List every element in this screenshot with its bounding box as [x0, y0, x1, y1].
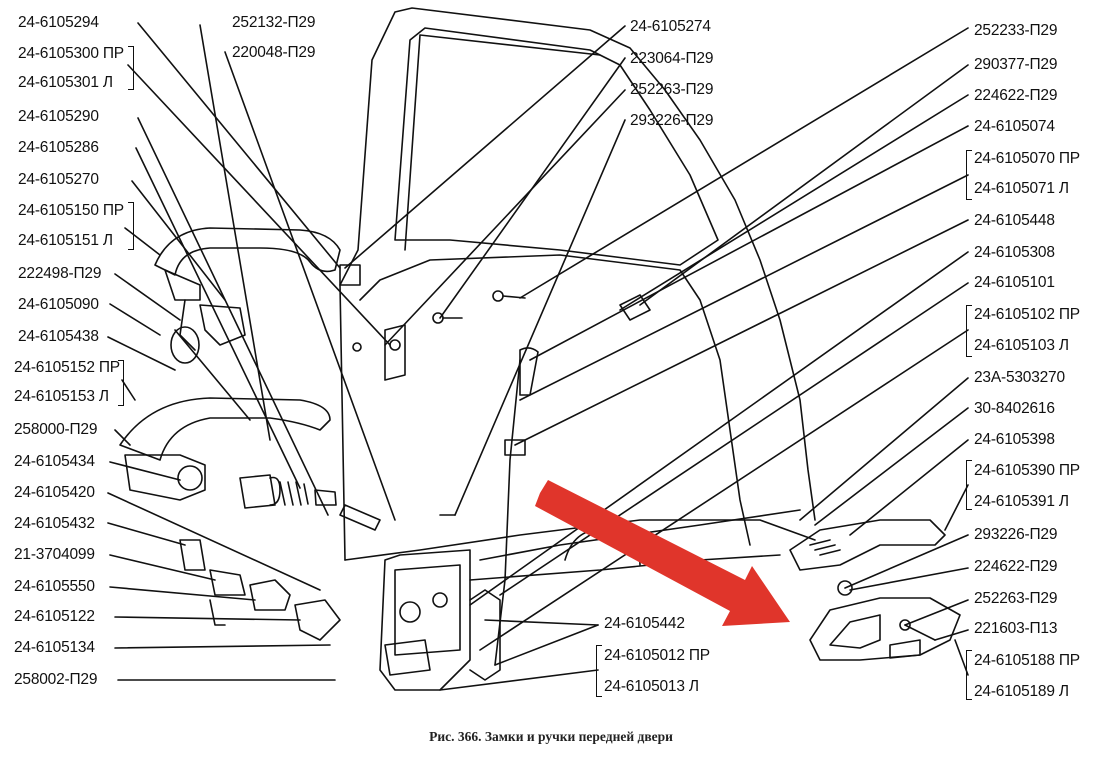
- label-24-6105274: 24-6105274: [630, 18, 711, 35]
- label-24-6105550: 24-6105550: [14, 578, 95, 595]
- label-24-6105448: 24-6105448: [974, 212, 1055, 229]
- label-30-8402616: 30-8402616: [974, 400, 1055, 417]
- lock-spring: [239, 474, 281, 509]
- bracket-6105070: [966, 150, 972, 200]
- label-24-6105270: 24-6105270: [18, 171, 99, 188]
- bracket-6105300: [128, 46, 134, 90]
- door-frame-inner: [394, 27, 719, 266]
- label-222498: 222498-П29: [18, 265, 102, 282]
- door-frame: [339, 7, 816, 561]
- inner-handle-escutcheon: [809, 597, 961, 661]
- label-24-6105071: 24-6105071 Л: [974, 180, 1069, 197]
- label-24-6105122: 24-6105122: [14, 608, 95, 625]
- outer-handle-top: [154, 227, 341, 276]
- red-arrow: [535, 480, 790, 626]
- bracket-6105102: [966, 305, 972, 357]
- label-24-6105391: 24-6105391 Л: [974, 493, 1069, 510]
- lock-cylinder-rod: [174, 329, 251, 421]
- label-24-6105150: 24-6105150 ПР: [18, 202, 124, 219]
- figure-caption: Рис. 366. Замки и ручки передней двери: [429, 729, 673, 744]
- label-24-6105420: 24-6105420: [14, 484, 95, 501]
- label-293226-right: 293226-П29: [974, 526, 1058, 543]
- outer-handle-bottom: [119, 397, 331, 461]
- label-258000: 258000-П29: [14, 421, 98, 438]
- label-224622-top: 224622-П29: [974, 87, 1058, 104]
- label-24-6105308: 24-6105308: [974, 244, 1055, 261]
- bracket-6105152: [118, 360, 124, 406]
- label-24-6105012: 24-6105012 ПР: [604, 647, 710, 664]
- label-24-6105151: 24-6105151 Л: [18, 232, 113, 249]
- label-24-6105153: 24-6105153 Л: [14, 388, 109, 405]
- label-24-6105101: 24-6105101: [974, 274, 1055, 291]
- label-258002: 258002-П29: [14, 671, 98, 688]
- label-24-6105286: 24-6105286: [18, 139, 99, 156]
- label-24-6105188: 24-6105188 ПР: [974, 652, 1080, 669]
- label-24-6105070: 24-6105070 ПР: [974, 150, 1080, 167]
- lock-body: [379, 549, 471, 691]
- label-24-6105390: 24-6105390 ПР: [974, 462, 1080, 479]
- label-24-6105102: 24-6105102 ПР: [974, 306, 1080, 323]
- label-24-6105134: 24-6105134: [14, 639, 95, 656]
- label-24-6105434: 24-6105434: [14, 453, 95, 470]
- label-252132: 252132-П29: [232, 14, 316, 31]
- door-inner-panel: [359, 254, 751, 546]
- label-220048: 220048-П29: [232, 44, 316, 61]
- label-24-6105442: 24-6105442: [604, 615, 685, 632]
- inner-rod: [494, 359, 521, 666]
- window-channel: [404, 34, 601, 251]
- label-224622-right: 224622-П29: [974, 558, 1058, 575]
- label-24-6105290: 24-6105290: [18, 108, 99, 125]
- label-24-6105432: 24-6105432: [14, 515, 95, 532]
- label-252263-right: 252263-П29: [974, 590, 1058, 607]
- label-221603: 221603-П13: [974, 620, 1058, 637]
- label-252233: 252233-П29: [974, 22, 1058, 39]
- label-24-6105103: 24-6105103 Л: [974, 337, 1069, 354]
- label-24-6105152: 24-6105152 ПР: [14, 359, 120, 376]
- label-24-6105090: 24-6105090: [18, 296, 99, 313]
- bracket-6105390: [966, 460, 972, 510]
- label-24-6105013: 24-6105013 Л: [604, 678, 699, 695]
- label-23a-5303270: 23А-5303270: [974, 369, 1065, 386]
- label-252263-mid: 252263-П29: [630, 81, 714, 98]
- bracket-6105188: [966, 650, 972, 700]
- label-24-6105189: 24-6105189 Л: [974, 683, 1069, 700]
- inner-handle-upper: [789, 519, 946, 571]
- label-24-6105300: 24-6105300 ПР: [18, 45, 124, 62]
- label-290377: 290377-П29: [974, 56, 1058, 73]
- label-21-3704099: 21-3704099: [14, 546, 95, 563]
- label-24-6105074: 24-6105074: [974, 118, 1055, 135]
- label-24-6105301: 24-6105301 Л: [18, 74, 113, 91]
- label-24-6105398: 24-6105398: [974, 431, 1055, 448]
- label-24-6105438: 24-6105438: [18, 328, 99, 345]
- label-293226-mid: 293226-П29: [630, 112, 714, 129]
- bracket-6105012: [596, 645, 602, 697]
- label-24-6105294: 24-6105294: [18, 14, 99, 31]
- bracket-6105150: [128, 202, 134, 250]
- label-223064: 223064-П29: [630, 50, 714, 67]
